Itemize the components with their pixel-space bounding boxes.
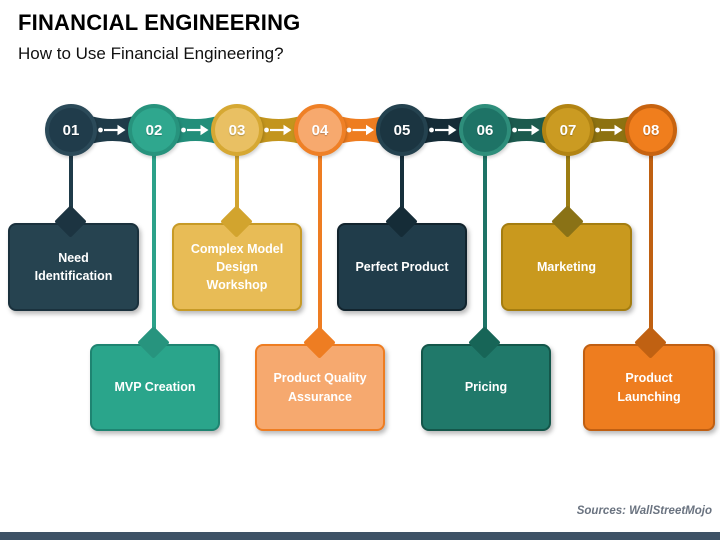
arrow-icon <box>346 124 374 136</box>
connector-line-08 <box>649 140 653 343</box>
step-circle-08: 08 <box>625 104 677 156</box>
source-note: Sources: WallStreetMojo <box>576 505 712 517</box>
step-number: 07 <box>559 121 577 139</box>
connector-line-07 <box>566 140 570 222</box>
step-number: 05 <box>393 121 411 139</box>
step-circle-03: 03 <box>211 104 263 156</box>
step-box-need-identification: Need Identification <box>8 223 139 311</box>
step-number: 08 <box>642 121 660 139</box>
arrow-icon <box>98 124 126 136</box>
page-title: FINANCIAL ENGINEERING <box>18 10 301 35</box>
step-label: MVP Creation <box>114 380 196 395</box>
step-box-pricing: Pricing <box>421 344 551 431</box>
arrow-icon <box>512 124 540 136</box>
step-box-product-launching: Product Launching <box>583 344 715 431</box>
connector-line-03 <box>235 140 239 222</box>
step-label: Marketing <box>536 259 597 274</box>
step-circle-01: 01 <box>45 104 97 156</box>
connector-line-01 <box>69 140 73 222</box>
arrow-icon <box>264 124 292 136</box>
arrow-icon <box>595 124 623 136</box>
connector-line-04 <box>318 140 322 343</box>
step-number: 03 <box>228 121 246 139</box>
connector-line-06 <box>483 140 487 343</box>
footer-bar <box>0 532 720 540</box>
step-circle-07: 07 <box>542 104 594 156</box>
step-label: Product Launching <box>617 371 681 404</box>
step-label: Pricing <box>464 380 508 395</box>
step-number: 04 <box>311 121 329 139</box>
step-number: 02 <box>145 121 163 139</box>
arrow-icon <box>181 124 209 136</box>
step-circle-04: 04 <box>294 104 346 156</box>
step-label: Complex Model Design Workshop <box>190 241 284 293</box>
step-number: 01 <box>62 121 80 139</box>
connector-line-02 <box>152 140 156 343</box>
step-number: 06 <box>476 121 494 139</box>
step-box-product-quality-assurance: Product Quality Assurance <box>255 344 385 431</box>
step-label: Need Identification <box>34 250 113 283</box>
step-box-complex-model-design-workshop: Complex Model Design Workshop <box>172 223 302 311</box>
step-circle-02: 02 <box>128 104 180 156</box>
page-subtitle: How to Use Financial Engineering? <box>18 44 284 63</box>
step-label: Product Quality Assurance <box>273 371 367 404</box>
arrow-icon <box>429 124 457 136</box>
step-circle-05: 05 <box>376 104 428 156</box>
step-label: Perfect Product <box>355 259 449 274</box>
connector-line-05 <box>400 140 404 222</box>
step-box-perfect-product: Perfect Product <box>337 223 467 311</box>
step-circle-06: 06 <box>459 104 511 156</box>
